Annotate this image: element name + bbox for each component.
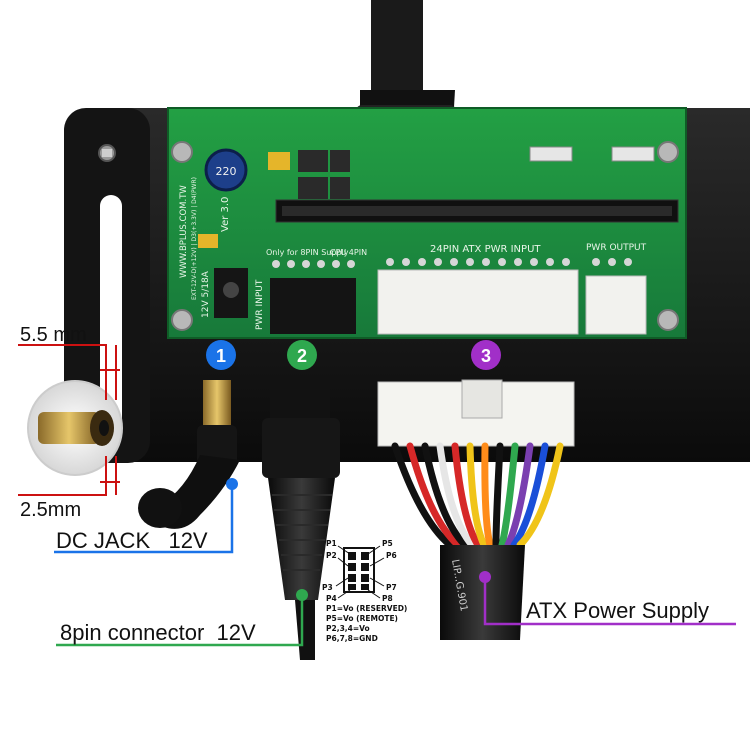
board-atx-header: 24PIN ATX PWR INPUT [430,244,541,255]
mount-screw-icon [657,141,679,163]
board-only-8pin: Only for 8PIN Supply [266,248,349,257]
pinmap-legend-2: P5=Vo (REMOTE) [326,614,398,623]
eight-pin-header [270,278,356,334]
dimension-lines [18,344,120,496]
mosfet [298,177,328,199]
board-cpu-4pin: CPU 4PIN [330,248,367,257]
callout-atx [479,571,736,626]
svg-text:P4: P4 [326,594,337,603]
svg-text:P2: P2 [326,551,337,560]
mount-screw-icon [657,309,679,331]
board-regulator-label: EXT-12V-D(+12V) | D3(+3.3V) | D4(PWR) [191,177,198,300]
board-version: Ver 3.0 [220,197,231,232]
callout-dc-jack [54,478,238,554]
pcb-board: 220 WWW.BPLUS.COM.TW EXT-12V-D(+12 [167,107,687,339]
svg-text:1: 1 [216,346,226,366]
mosfet [298,150,328,172]
dip-switch [529,146,573,162]
callout-8pin [56,589,308,647]
svg-text:P7: P7 [386,583,397,592]
barrel-zoom-inset [27,380,123,476]
mount-screw-icon [171,141,193,163]
svg-text:P6: P6 [386,551,397,560]
board-pwr-output: PWR OUTPUT [586,243,647,253]
eight-pin-label: 8pin connector 12V [60,620,256,645]
capacitor [268,152,290,170]
pinmap-legend-3: P2,3,4=Vo [326,624,370,633]
svg-text:P5: P5 [382,539,393,548]
pinmap-legend-1: P1=Vo (RESERVED) [326,604,407,613]
atx-24pin-plug: LIP...G.901 [377,379,575,640]
dc-jack-label: DC JACK 12V [56,528,208,553]
pinmap-legend-4: P6,7,8=GND [326,634,378,643]
board-power-rating: 12V 5/18A [201,270,211,318]
capacitor [198,234,218,248]
atx-24pin-header [377,269,579,335]
badge-3: 3 [471,340,501,370]
svg-text:3: 3 [481,346,491,366]
atx-label: ATX Power Supply [526,598,709,623]
board-pwr-input: PWR INPUT [255,279,265,330]
svg-text:2: 2 [297,346,307,366]
dim-outer-label: 5.5 mm [20,324,87,346]
svg-text:P1: P1 [326,539,337,548]
eight-pin-plug [262,380,340,660]
mount-screw-icon [171,309,193,331]
svg-text:P3: P3 [322,583,333,592]
dim-inner-label: 2.5mm [20,499,81,521]
badge-2: 2 [287,340,317,370]
dip-switch [611,146,655,162]
inductor-code: 220 [216,165,237,178]
pin-map-diagram: P1 P2 P3 P4 P5 P6 P7 P8 P1=Vo (RESERVED)… [322,539,407,643]
svg-text:P8: P8 [382,594,393,603]
badge-1: 1 [206,340,236,370]
inductor [204,148,248,192]
dc-barrel-plug [138,380,240,529]
board-url: WWW.BPLUS.COM.TW [179,185,189,278]
pwr-output-header [585,275,647,335]
